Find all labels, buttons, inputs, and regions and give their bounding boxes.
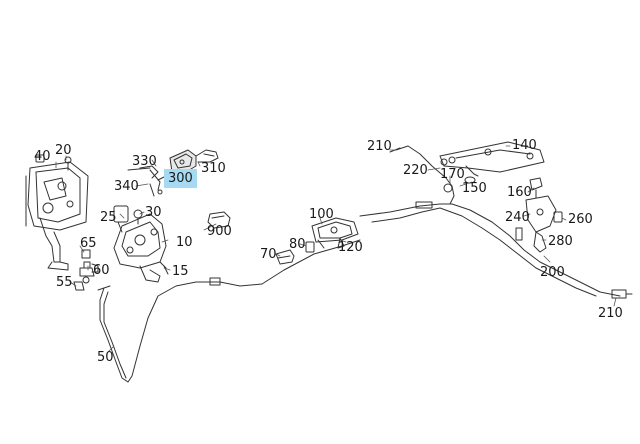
part-label-280: 280: [548, 234, 573, 249]
part-label-55: 55: [56, 275, 73, 290]
part-label-20: 20: [55, 143, 72, 158]
part-label-40: 40: [34, 149, 51, 164]
lever-assembly-drawing: [127, 149, 219, 197]
part-label-260: 260: [568, 212, 593, 227]
part-label-10: 10: [176, 235, 193, 250]
part-label-210-rear: 210: [598, 306, 623, 321]
part-label-220: 220: [403, 163, 428, 178]
small-parts-drawing: [73, 249, 99, 291]
part-label-340: 340: [114, 179, 139, 194]
part-label-300-highlighted[interactable]: 300: [164, 169, 197, 188]
part-label-140: 140: [512, 138, 537, 153]
front-cable-drawing: [97, 277, 263, 383]
part-label-240: 240: [505, 210, 530, 225]
part-label-25: 25: [100, 210, 117, 225]
center-parts-drawing: [275, 217, 359, 265]
pedal-bracket-drawing: [25, 154, 89, 271]
part-label-210-upper: 210: [367, 139, 392, 154]
part-label-120: 120: [338, 240, 363, 255]
brake-pedal-drawing: [113, 205, 169, 283]
part-label-50: 50: [97, 350, 114, 365]
part-label-65: 65: [80, 236, 97, 251]
rear-bracket-drawing: [525, 177, 563, 253]
part-label-330: 330: [132, 154, 157, 169]
bracket-140-drawing: [439, 141, 545, 184]
part-label-100: 100: [309, 207, 334, 222]
part-label-310: 310: [201, 161, 226, 176]
part-label-80: 80: [289, 237, 306, 252]
part-label-60: 60: [93, 263, 110, 278]
connector-900-drawing: [207, 211, 231, 229]
rear-cable-drawing: [261, 201, 621, 297]
part-label-30: 30: [145, 205, 162, 220]
part-label-170: 170: [440, 167, 465, 182]
part-label-150: 150: [462, 181, 487, 196]
rear-end-fitting-drawing: [611, 289, 633, 299]
part-label-200: 200: [540, 265, 565, 280]
part-label-15: 15: [172, 264, 189, 279]
part-label-70: 70: [260, 247, 277, 262]
part-label-900: 900: [207, 224, 232, 239]
part-label-160: 160: [507, 185, 532, 200]
leader-lines: [55, 145, 617, 353]
